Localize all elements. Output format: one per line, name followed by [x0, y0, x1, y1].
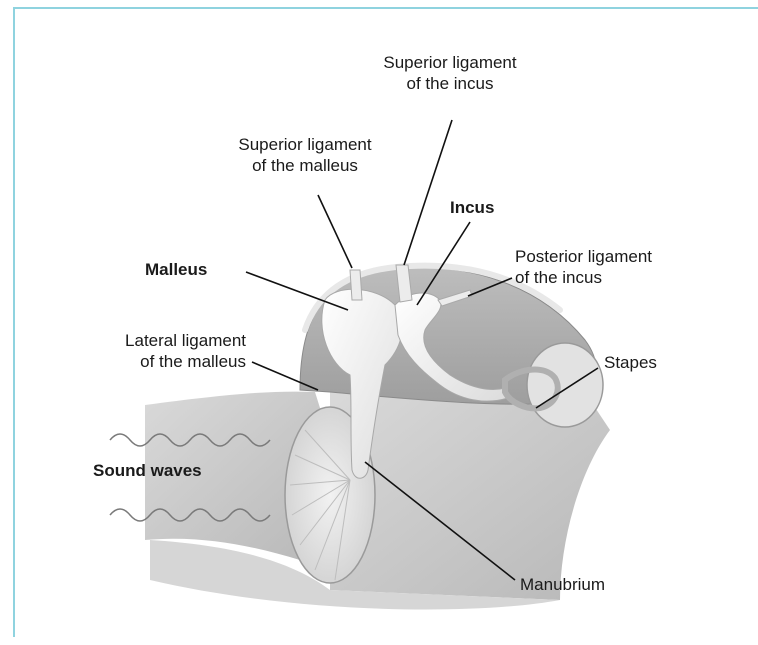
leader-superior-ligament-malleus [318, 195, 352, 268]
label-superior-ligament-incus-line1: Superior ligament [345, 52, 555, 73]
label-posterior-ligament-incus: Posterior ligament of the incus [515, 246, 652, 288]
malleus-superior-ligament [350, 270, 362, 300]
label-incus: Incus [450, 197, 494, 218]
label-lateral-ligament-malleus: Lateral ligament of the malleus [60, 330, 246, 372]
label-superior-ligament-malleus-line2: of the malleus [200, 155, 410, 176]
label-stapes: Stapes [604, 352, 657, 373]
oval-window [527, 343, 603, 427]
label-superior-ligament-incus-line2: of the incus [345, 73, 555, 94]
label-manubrium: Manubrium [520, 574, 605, 595]
label-lateral-ligament-malleus-line1: Lateral ligament [60, 330, 246, 351]
label-sound-waves: Sound waves [93, 460, 202, 481]
label-lateral-ligament-malleus-line2: of the malleus [60, 351, 246, 372]
label-posterior-ligament-incus-line1: Posterior ligament [515, 246, 652, 267]
leader-superior-ligament-incus [404, 120, 452, 265]
label-posterior-ligament-incus-line2: of the incus [515, 267, 652, 288]
label-superior-ligament-malleus-line1: Superior ligament [200, 134, 410, 155]
label-superior-ligament-malleus: Superior ligament of the malleus [200, 134, 410, 176]
label-superior-ligament-incus: Superior ligament of the incus [345, 52, 555, 94]
label-malleus: Malleus [145, 259, 207, 280]
